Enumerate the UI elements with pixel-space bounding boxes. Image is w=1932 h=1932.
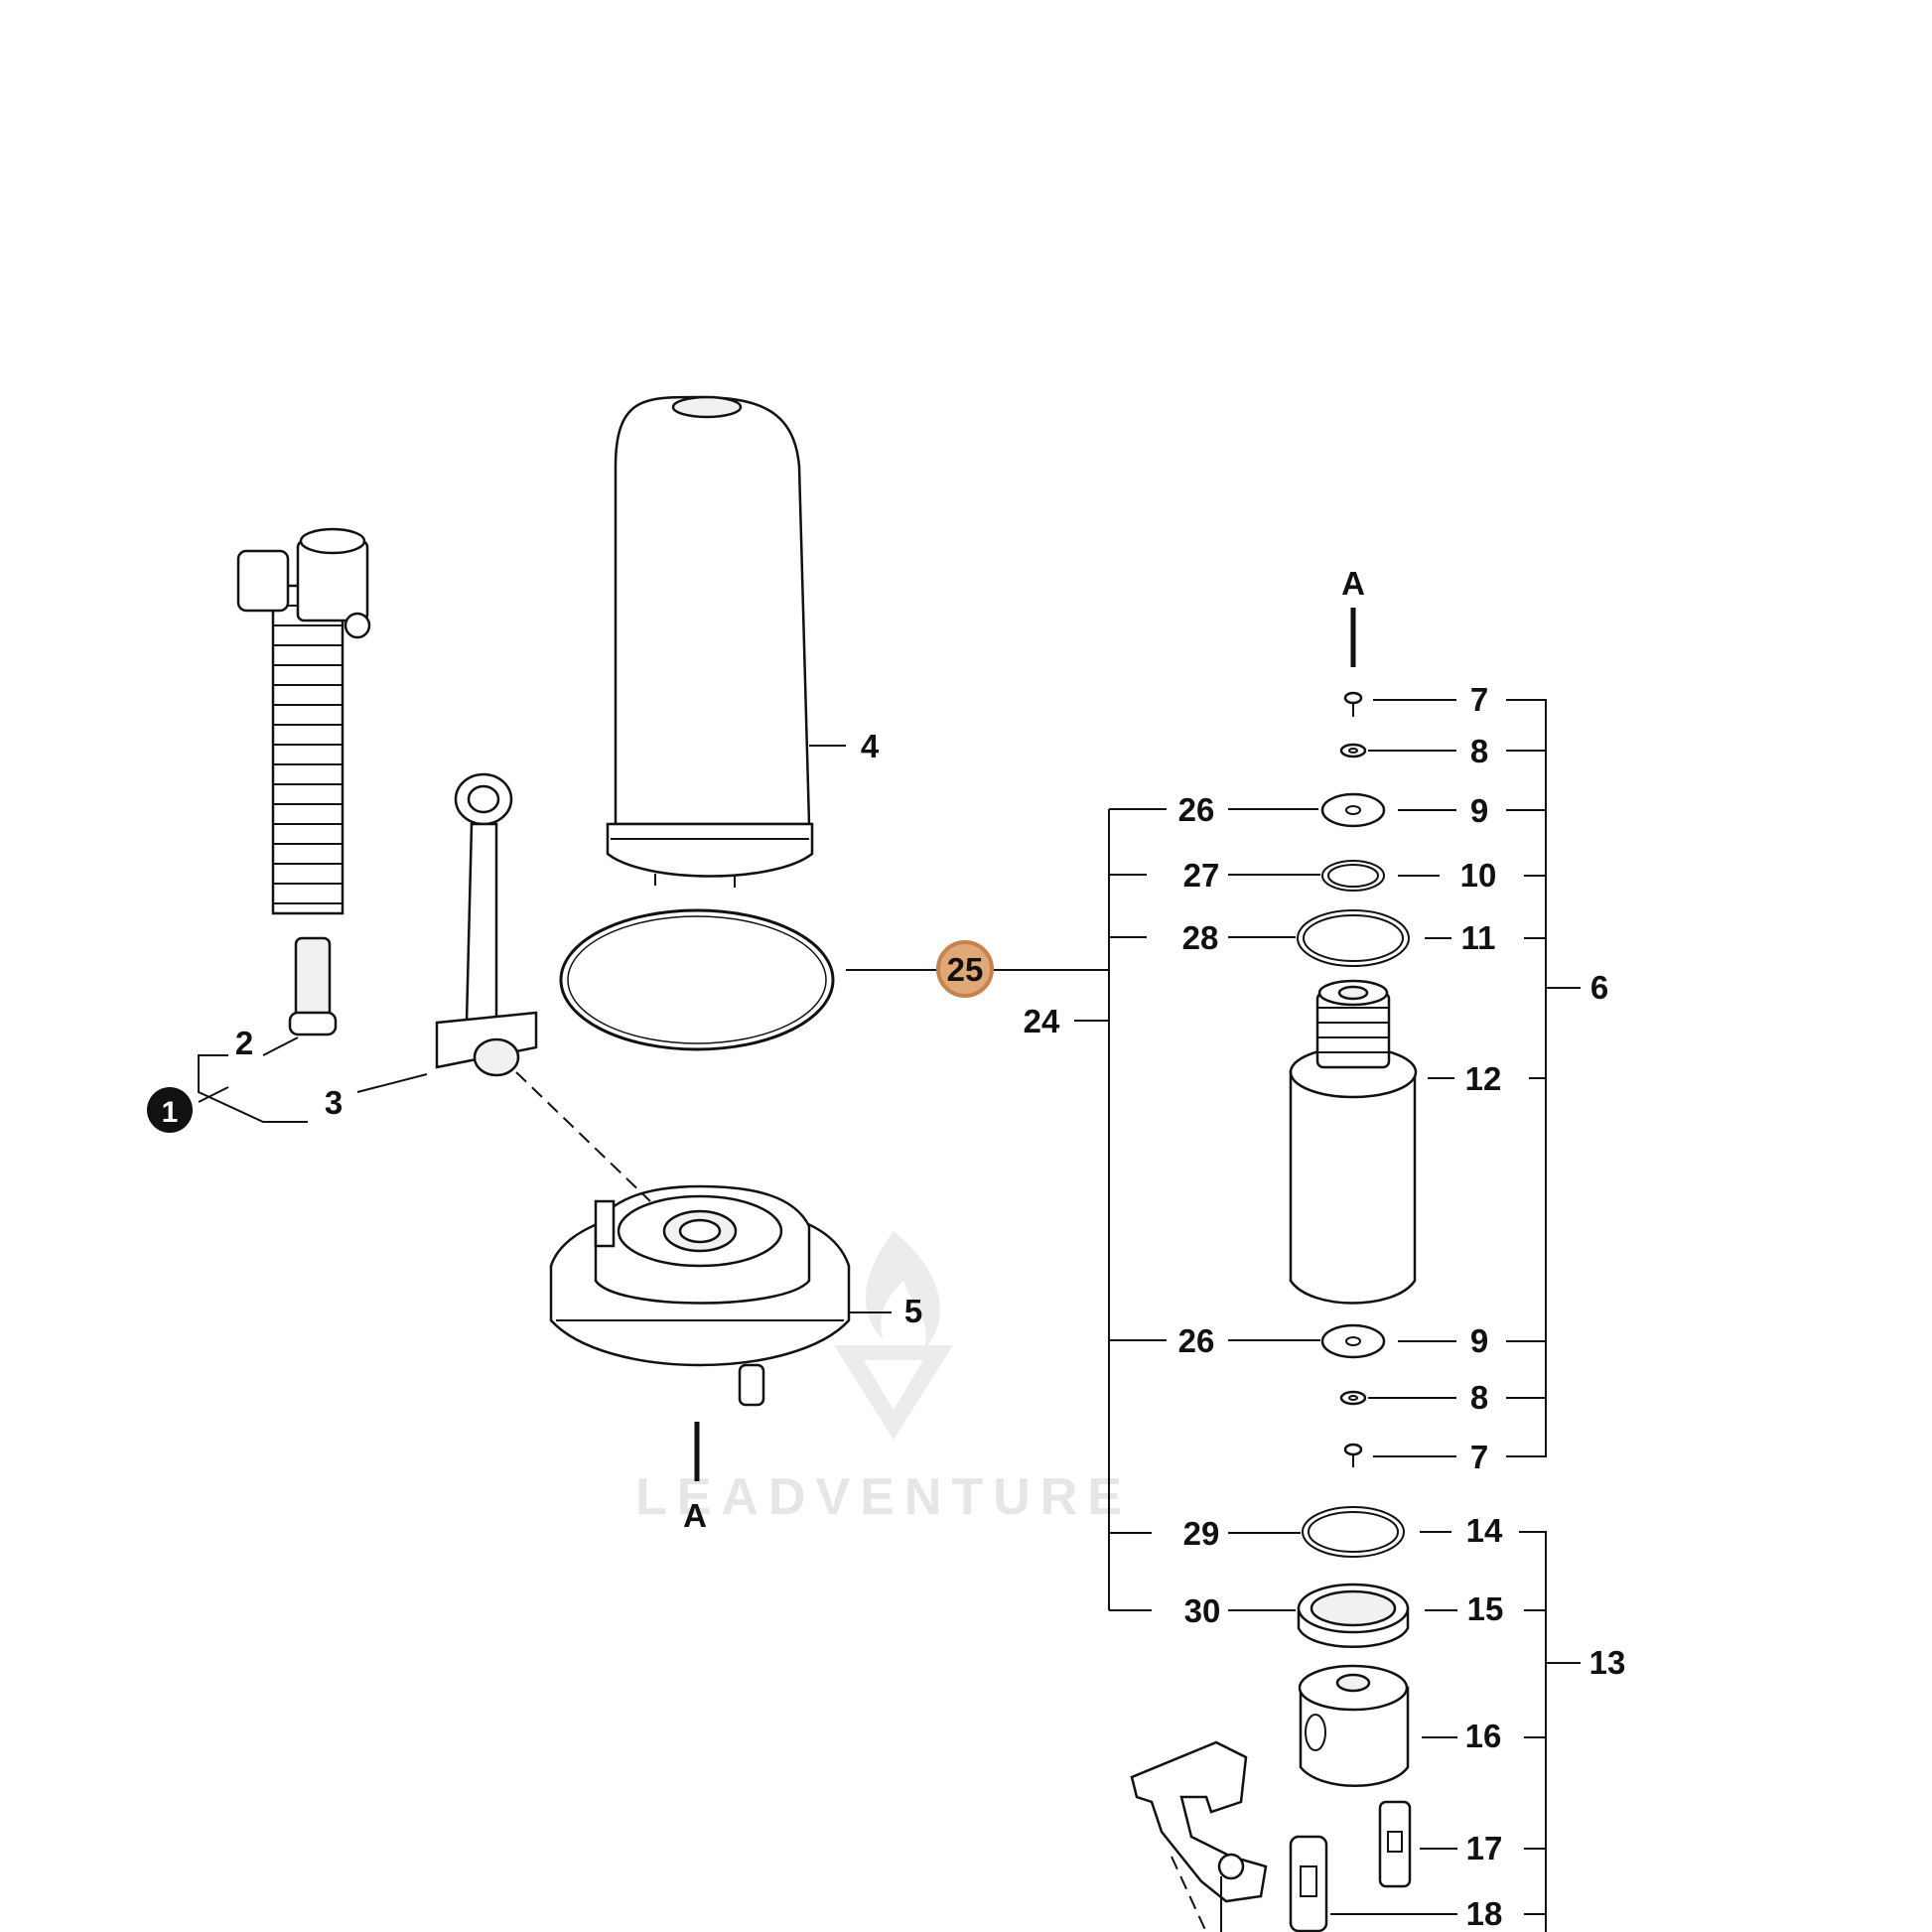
callout-27[interactable]: 27 — [1183, 857, 1220, 894]
watermark-text: LEADVENTURE — [635, 1468, 1132, 1526]
callout-28[interactable]: 28 — [1182, 919, 1219, 956]
callout-10[interactable]: 10 — [1460, 857, 1497, 894]
callout-29[interactable]: 29 — [1183, 1515, 1220, 1552]
medium-o-ring-part[interactable] — [1297, 909, 1410, 967]
leader-lines — [198, 608, 1581, 1932]
valve-body-part[interactable] — [1298, 1664, 1410, 1787]
callout-7-top[interactable]: 7 — [1470, 681, 1488, 718]
callout-17[interactable]: 17 — [1466, 1830, 1503, 1866]
clip-part[interactable] — [1378, 1800, 1412, 1888]
callout-9-top[interactable]: 9 — [1470, 792, 1488, 829]
seal-disc-part-bottom[interactable] — [1320, 1323, 1386, 1359]
strainer-part[interactable] — [288, 936, 338, 1036]
callout-14[interactable]: 14 — [1466, 1512, 1503, 1549]
callout-badge-highlight[interactable] — [936, 940, 994, 998]
filter-head-part[interactable] — [549, 1184, 851, 1407]
callout-8-top[interactable]: 8 — [1470, 733, 1488, 769]
callout-7-bottom[interactable]: 7 — [1470, 1439, 1488, 1475]
filter-housing-part[interactable] — [606, 395, 814, 888]
inlet-pipe-part[interactable] — [236, 527, 371, 915]
callout-18[interactable]: 18 — [1466, 1895, 1503, 1932]
callout-5[interactable]: 5 — [904, 1293, 922, 1329]
wrench-part[interactable] — [435, 772, 538, 1077]
large-o-ring-part[interactable] — [559, 908, 835, 1051]
seal-disc-part-top[interactable] — [1320, 792, 1386, 828]
callout-25[interactable]: 25 — [947, 951, 984, 988]
watermark: LEADVENTURE — [635, 1231, 1132, 1526]
callout-30[interactable]: 30 — [1184, 1592, 1221, 1629]
watermark-v-icon — [834, 1345, 953, 1440]
bushing-part[interactable] — [1297, 1583, 1410, 1648]
callout-12[interactable]: 12 — [1465, 1060, 1502, 1097]
large-seal-ring-part[interactable] — [1302, 1506, 1405, 1558]
watermark-flame-icon — [865, 1231, 940, 1350]
callout-26-bottom[interactable]: 26 — [1178, 1322, 1215, 1359]
callout-15[interactable]: 15 — [1467, 1590, 1504, 1627]
valve-handle-part[interactable] — [1130, 1740, 1268, 1903]
callout-9-bottom[interactable]: 9 — [1470, 1322, 1488, 1359]
callout-16[interactable]: 16 — [1465, 1718, 1502, 1754]
screw-part-bottom[interactable] — [1343, 1443, 1363, 1467]
callout-3[interactable]: 3 — [325, 1084, 343, 1121]
callout-13[interactable]: 13 — [1589, 1644, 1626, 1681]
callout-8-bottom[interactable]: 8 — [1470, 1379, 1488, 1416]
small-o-ring-part[interactable] — [1321, 860, 1385, 892]
callout-26-top[interactable]: 26 — [1178, 791, 1215, 828]
connector-a-top: A — [1341, 565, 1365, 602]
washer-part-top[interactable] — [1339, 743, 1367, 759]
callout-2[interactable]: 2 — [235, 1025, 253, 1061]
screw-part-top[interactable] — [1343, 691, 1363, 717]
filter-cartridge-part[interactable] — [1289, 979, 1418, 1305]
callout-6[interactable]: 6 — [1590, 969, 1608, 1006]
callout-24[interactable]: 24 — [1024, 1003, 1060, 1039]
callout-labels: 2 3 4 5 6 7 8 9 10 11 12 13 14 15 16 17 … — [235, 565, 1626, 1932]
connector-a-bottom: A — [683, 1497, 707, 1534]
washer-part-bottom[interactable] — [1339, 1390, 1367, 1406]
latch-part[interactable] — [1289, 1835, 1328, 1932]
callout-badge-dark[interactable] — [147, 1087, 193, 1133]
callout-1[interactable]: 1 — [162, 1096, 179, 1129]
callout-4[interactable]: 4 — [861, 728, 880, 764]
callout-11[interactable]: 11 — [1461, 919, 1496, 956]
